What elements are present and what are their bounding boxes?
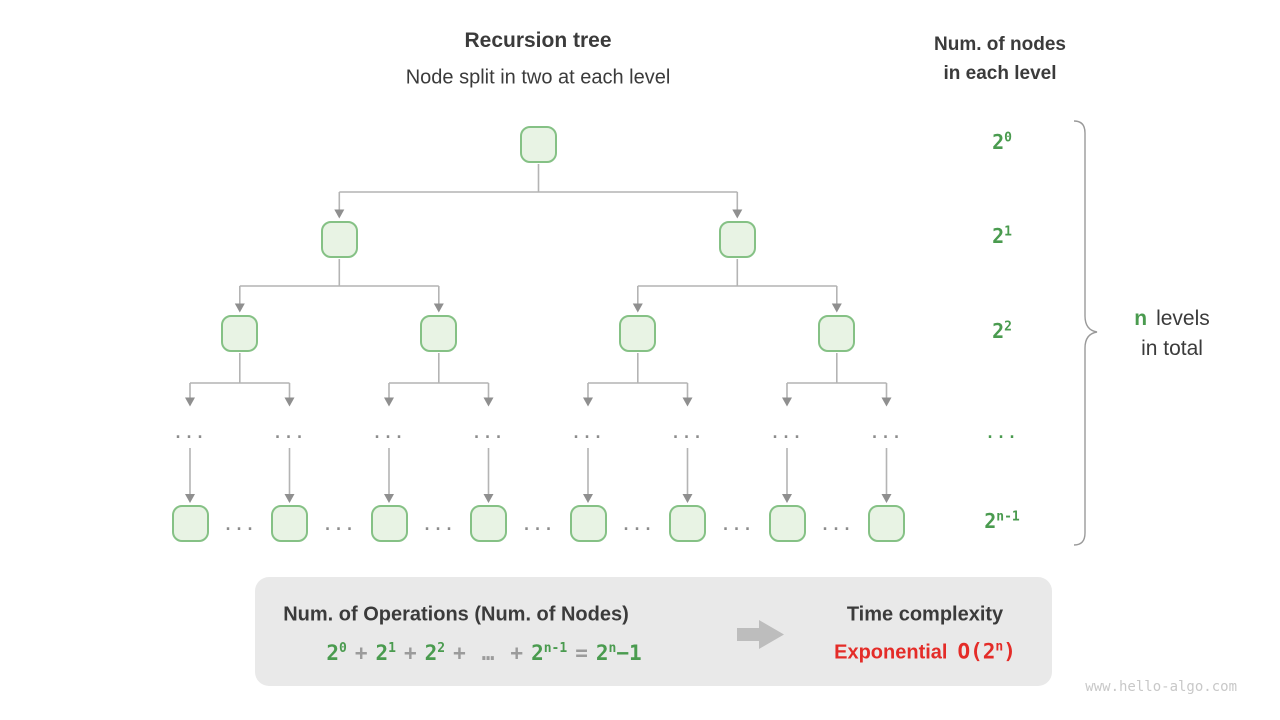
level-label-0: 20 xyxy=(992,130,1012,154)
tree-node xyxy=(669,505,706,542)
tree-node xyxy=(570,505,607,542)
operations-title: Num. of Operations (Num. of Nodes) xyxy=(283,603,629,626)
tree-ellipsis: ... xyxy=(322,516,357,534)
tree-node xyxy=(719,221,756,258)
level-label-base: 2 xyxy=(992,224,1005,248)
level-label-sup: n-1 xyxy=(996,509,1020,525)
tree-node xyxy=(420,315,457,352)
formula-ellipsis: … xyxy=(481,641,495,665)
level-label-base: 2 xyxy=(992,130,1005,154)
tree-ellipsis: ... xyxy=(422,516,456,534)
tree-ellipsis: ... xyxy=(670,424,705,442)
complexity-word: Exponential xyxy=(834,641,948,664)
tree-ellipsis: ... xyxy=(471,424,506,442)
right-header: Num. of nodes in each level xyxy=(934,30,1066,88)
tree-ellipsis: ... xyxy=(571,424,605,442)
formula-operator: + xyxy=(354,641,368,665)
level-label-sup: 2 xyxy=(1004,319,1012,335)
operations-formula: 20 +21 +22 + … +2n-1 = 2n−1 xyxy=(326,641,641,665)
formula-operator: + xyxy=(453,641,466,665)
level-label-sup: 0 xyxy=(1004,130,1012,146)
formula-operator: = xyxy=(575,641,588,665)
connector-lines xyxy=(189,164,888,494)
tree-node xyxy=(619,315,656,352)
brace-label-line2: in total xyxy=(1141,337,1203,360)
formula-operator: + xyxy=(510,641,524,665)
level-label-n-1: 2n-1 xyxy=(984,509,1020,533)
summary-box xyxy=(255,577,1052,686)
levels-brace xyxy=(1073,120,1098,546)
tree-ellipsis: ... xyxy=(372,424,406,442)
tree-ellipsis: ... xyxy=(173,424,207,442)
tree-node xyxy=(769,505,806,542)
tree-ellipsis: ... xyxy=(770,424,804,442)
level-label-2: 22 xyxy=(992,319,1012,343)
tree-ellipsis: ... xyxy=(720,516,755,534)
right-header-line2: in each level xyxy=(943,63,1057,84)
level-label-sup: 1 xyxy=(1004,224,1012,240)
formula-term: 2n-1 xyxy=(531,641,568,665)
right-header-line1: Num. of nodes xyxy=(934,34,1066,55)
tree-ellipsis: ... xyxy=(272,424,307,442)
formula-term: 20 xyxy=(326,641,347,665)
tree-ellipsis: ... xyxy=(869,424,904,442)
formula-term: 22 xyxy=(424,641,446,665)
page-title: Recursion tree xyxy=(464,29,612,52)
tree-node-root xyxy=(520,126,557,163)
tree-node xyxy=(470,505,507,542)
tree-ellipsis: ... xyxy=(820,516,854,534)
level-label-base: 2 xyxy=(984,509,997,533)
time-complexity-title: Time complexity xyxy=(846,603,1004,626)
page-subtitle: Node split in two at each level xyxy=(405,66,671,89)
complexity-value: Exponential O(2n) xyxy=(834,640,1016,665)
tree-node xyxy=(271,505,308,542)
tree-node xyxy=(868,505,905,542)
formula-term: 21 xyxy=(375,641,396,665)
tree-node xyxy=(172,505,209,542)
tree-ellipsis: ... xyxy=(223,516,257,534)
tree-ellipsis: ... xyxy=(621,516,655,534)
complexity-big-o: O(2n) xyxy=(957,639,1016,664)
tree-node xyxy=(818,315,855,352)
tree-node xyxy=(371,505,408,542)
level-label-1: 21 xyxy=(992,224,1012,248)
watermark: www.hello-algo.com xyxy=(1085,679,1237,695)
tree-node xyxy=(221,315,258,352)
level-label-ellipsis: ... xyxy=(985,424,1019,442)
formula-term: 2n−1 xyxy=(595,641,642,665)
tree-ellipsis: ... xyxy=(521,516,556,534)
level-label-base: 2 xyxy=(992,319,1005,343)
arrowheads xyxy=(185,209,892,503)
brace-label-n: n xyxy=(1134,307,1148,330)
brace-label-levels: levels xyxy=(1156,307,1210,330)
tree-node xyxy=(321,221,358,258)
formula-operator: + xyxy=(403,641,417,665)
